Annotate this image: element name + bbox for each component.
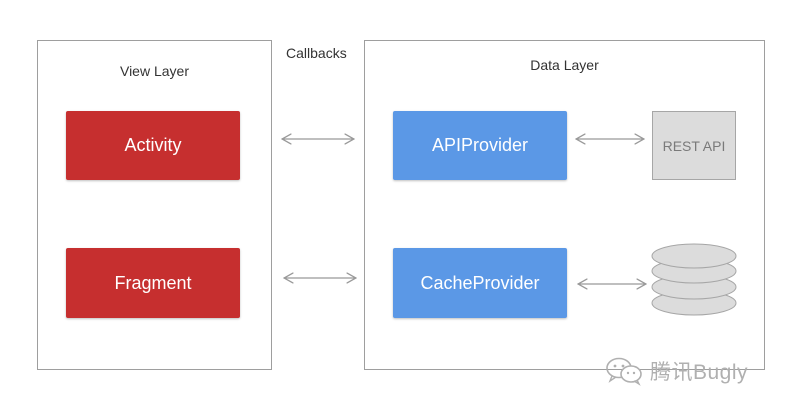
watermark-text: 腾讯Bugly (650, 361, 749, 384)
watermark: 腾讯Bugly (604, 356, 748, 386)
fragment-node: Fragment (66, 248, 240, 318)
callbacks-label: Callbacks (286, 45, 347, 61)
wechat-icon (606, 357, 642, 386)
cache-provider-node: CacheProvider (393, 248, 567, 318)
api-provider-node: APIProvider (393, 111, 567, 180)
rest-api-node: REST API (652, 111, 736, 180)
view-layer-title: View Layer (119, 63, 189, 79)
activity-node: Activity (66, 111, 240, 180)
data-layer-title: Data Layer (530, 57, 599, 73)
database-icon (651, 243, 737, 316)
